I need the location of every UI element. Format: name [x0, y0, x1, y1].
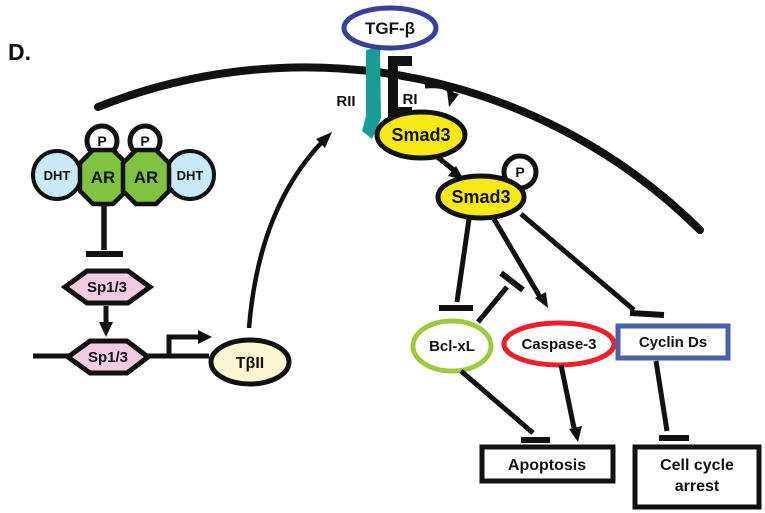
tbii-to-receptor-arrowhead: [316, 132, 332, 148]
smad3-membrane-label: Smad3: [391, 125, 450, 145]
transcription-start-arrowhead: [198, 330, 212, 344]
smad3-phospho-label: Smad3: [451, 187, 510, 207]
caspase3-activates-apoptosis-line: [558, 364, 577, 429]
rii-receptor-bar: [362, 47, 381, 139]
tgfb-label: TGF-β: [365, 19, 415, 38]
tbii-node: [208, 337, 292, 387]
bclxl-node: [410, 318, 494, 374]
rii-label: RII: [336, 93, 355, 110]
panel-label: D.: [8, 39, 31, 65]
smad3-translocation-arrow-line: [434, 154, 457, 173]
smad3-phospho-node: [435, 173, 527, 221]
smad3-membrane-node: [374, 109, 468, 161]
sp13-free-label: Sp1/3: [87, 279, 127, 296]
ar-phosphate-right-label: P: [140, 133, 149, 149]
dht-left-label: DHT: [44, 168, 71, 183]
caspase3-node: [501, 320, 617, 368]
transcription-start-arrow-line: [166, 334, 201, 354]
cell-cycle-arrest-label-line2: arrest: [675, 478, 720, 495]
sp13-free-node: [60, 268, 155, 306]
sp13-dna-node: [63, 338, 153, 376]
ar-right-node: [120, 147, 172, 207]
cyclinds-inhibits-arrest-line: [653, 360, 670, 432]
apoptosis-label: Apoptosis: [508, 457, 586, 474]
cell-membrane-arc: [94, 63, 704, 234]
smad3-phosphate-label: P: [515, 164, 524, 180]
cyclinds-node: [615, 323, 731, 361]
tbii-label: TβII: [236, 355, 264, 372]
bclxl-inhibits-caspase3-tbar: [499, 270, 525, 293]
ar-left-node: [77, 147, 129, 207]
bclxl-label: Bcl-xL: [429, 338, 475, 355]
cyclinds-label: Cyclin Ds: [639, 334, 707, 351]
ri-to-smad3-arrowhead: [447, 91, 459, 107]
sp13-binding-arrowhead: [99, 322, 113, 337]
caspase3-label: Caspase-3: [521, 336, 596, 353]
ri-label: RI: [403, 91, 418, 108]
bclxl-inhibits-caspase3-line: [476, 285, 509, 324]
bclxl-inhibits-apoptosis-line: [459, 369, 535, 435]
tgfb-node: [341, 5, 439, 51]
smad3-inhibits-cyclinds-line: [519, 212, 636, 312]
cell-cycle-arrest-node: [632, 444, 762, 510]
ar-phosphate-left-label: P: [97, 133, 106, 149]
apoptosis-node: [479, 444, 616, 484]
smad3-inhibits-bclxl-line: [454, 218, 472, 303]
dht-right-label: DHT: [177, 168, 204, 183]
smad3-inhibits-cyclinds-tbar: [629, 310, 665, 318]
smad3-activates-caspase3-arrowhead: [535, 292, 548, 308]
caspase3-activates-apoptosis-arrowhead: [569, 426, 582, 442]
smad3-activates-caspase3-line: [491, 217, 543, 299]
ar-right-label: AR: [134, 168, 159, 187]
sp13-dna-label: Sp1/3: [88, 349, 128, 366]
tbii-to-receptor-arrow-line: [246, 136, 328, 329]
cell-cycle-arrest-label-line1: Cell cycle: [660, 457, 734, 474]
ar-left-label: AR: [91, 168, 116, 187]
